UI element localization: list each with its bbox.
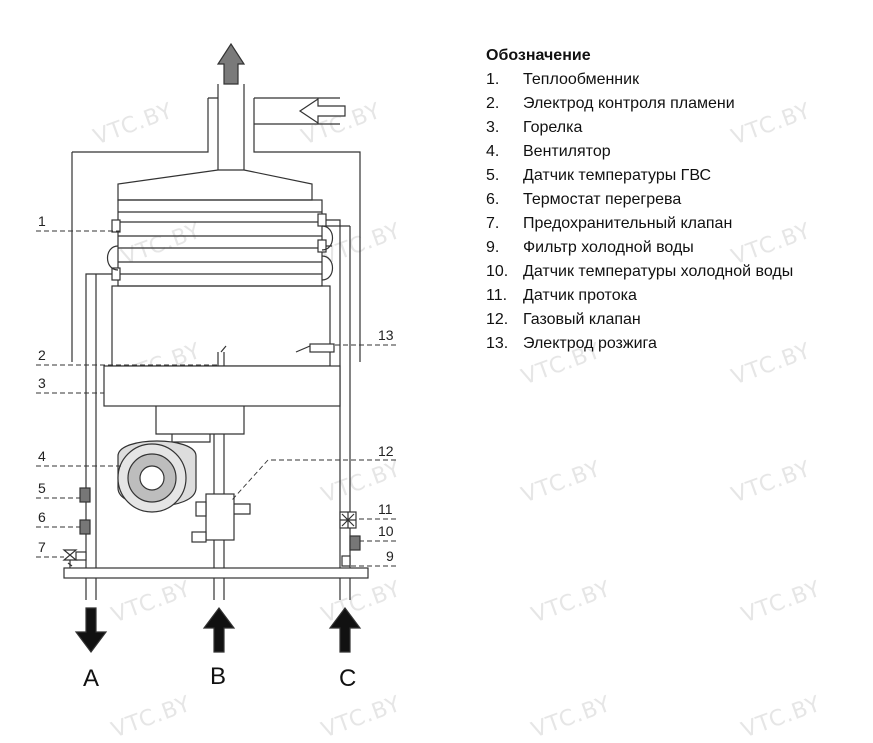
legend-item-label: Горелка — [523, 119, 583, 136]
legend-item-number: 12. — [486, 311, 509, 328]
callout-1: 1 — [38, 213, 46, 229]
port-label-a: A — [83, 665, 99, 692]
inlet-arrow-c-icon — [328, 607, 362, 653]
legend: Обозначение 1. Теплообменник 2. Электрод к… — [486, 44, 793, 356]
dhw-temperature-sensor — [79, 487, 91, 503]
legend-item-number: 5. — [486, 167, 500, 184]
legend-item-label: Фильтр холодной воды — [523, 239, 694, 256]
cold-water-filter — [341, 555, 351, 567]
legend-item-number: 11. — [486, 287, 508, 304]
legend-item-label: Электрод контроля пламени — [523, 95, 735, 112]
burner — [103, 365, 341, 407]
legend-item-number: 7. — [486, 215, 500, 232]
fan — [117, 440, 197, 513]
legend-item: 6. Термостат перегрева — [486, 188, 793, 212]
port-label-b: B — [210, 663, 226, 690]
callout-4: 4 — [38, 448, 46, 464]
callout-7: 7 — [38, 539, 46, 555]
overheat-thermostat — [79, 519, 91, 535]
callout-10: 10 — [378, 523, 394, 539]
legend-item: 5. Датчик температуры ГВС — [486, 164, 793, 188]
legend-item-number: 3. — [486, 119, 500, 136]
base-plate — [63, 567, 369, 579]
fan-duct — [155, 406, 245, 435]
legend-item-label: Газовый клапан — [523, 311, 641, 328]
legend-item-label: Вентилятор — [523, 143, 611, 160]
hot-water-pipe — [85, 273, 112, 568]
legend-item: 10. Датчик температуры холодной воды — [486, 260, 793, 284]
boiler-casing — [71, 97, 361, 362]
legend-item-number: 13. — [486, 335, 509, 352]
legend-item: 4. Вентилятор — [486, 140, 793, 164]
legend-title: Обозначение — [486, 47, 591, 64]
legend-item-number: 2. — [486, 95, 500, 112]
legend-item: 7. Предохранительный клапан — [486, 212, 793, 236]
legend-item-label: Датчик температуры холодной воды — [523, 263, 794, 280]
callout-2: 2 — [38, 347, 46, 363]
callout-12: 12 — [378, 443, 394, 459]
heat-exchanger — [106, 199, 341, 287]
callout-13: 13 — [378, 327, 394, 343]
port-label-c: C — [339, 665, 356, 692]
legend-item: 3. Горелка — [486, 116, 793, 140]
legend-item-label: Датчик температуры ГВС — [523, 167, 712, 184]
safety-valve — [62, 549, 87, 568]
callout-9: 9 — [386, 548, 394, 564]
air-intake-arrow-icon — [298, 97, 346, 125]
legend-item-label: Датчик протока — [523, 287, 637, 304]
ignition-electrode — [295, 343, 335, 353]
inlet-arrow-b-icon — [202, 607, 236, 653]
legend-item-label: Электрод розжига — [523, 335, 657, 352]
legend-item: 1. Теплообменник — [486, 68, 793, 92]
legend-item-label: Термостат перегрева — [523, 191, 682, 208]
legend-item-number: 6. — [486, 191, 500, 208]
callout-5: 5 — [38, 480, 46, 496]
gas-pipe — [213, 434, 225, 600]
combustion-chamber — [111, 285, 331, 367]
callout-3: 3 — [38, 375, 46, 391]
cold-water-temperature-sensor — [349, 535, 361, 551]
legend-item-number: 1. — [486, 71, 500, 88]
leader-lines — [36, 230, 396, 567]
outlet-arrow-a-icon — [74, 607, 108, 653]
flow-sensor — [339, 511, 357, 529]
callout-11: 11 — [378, 501, 393, 517]
exhaust-arrow-icon — [216, 42, 246, 85]
gas-valve — [191, 493, 251, 543]
legend-item: 13. Электрод розжига — [486, 332, 793, 356]
port-stubs — [85, 578, 351, 600]
legend-item-label: Теплообменник — [523, 71, 640, 88]
legend-item-number: 10. — [486, 263, 509, 280]
flue-pipe — [208, 84, 245, 170]
legend-item: 11. Датчик протока — [486, 284, 793, 308]
legend-item: 9. Фильтр холодной воды — [486, 236, 793, 260]
legend-item: 2. Электрод контроля пламени — [486, 92, 793, 116]
callout-6: 6 — [38, 509, 46, 525]
legend-item-label: Предохранительный клапан — [523, 215, 733, 232]
flue-hood — [117, 169, 313, 201]
legend-item-number: 9. — [486, 239, 500, 256]
legend-item: 12. Газовый клапан — [486, 308, 793, 332]
legend-item-number: 4. — [486, 143, 500, 160]
